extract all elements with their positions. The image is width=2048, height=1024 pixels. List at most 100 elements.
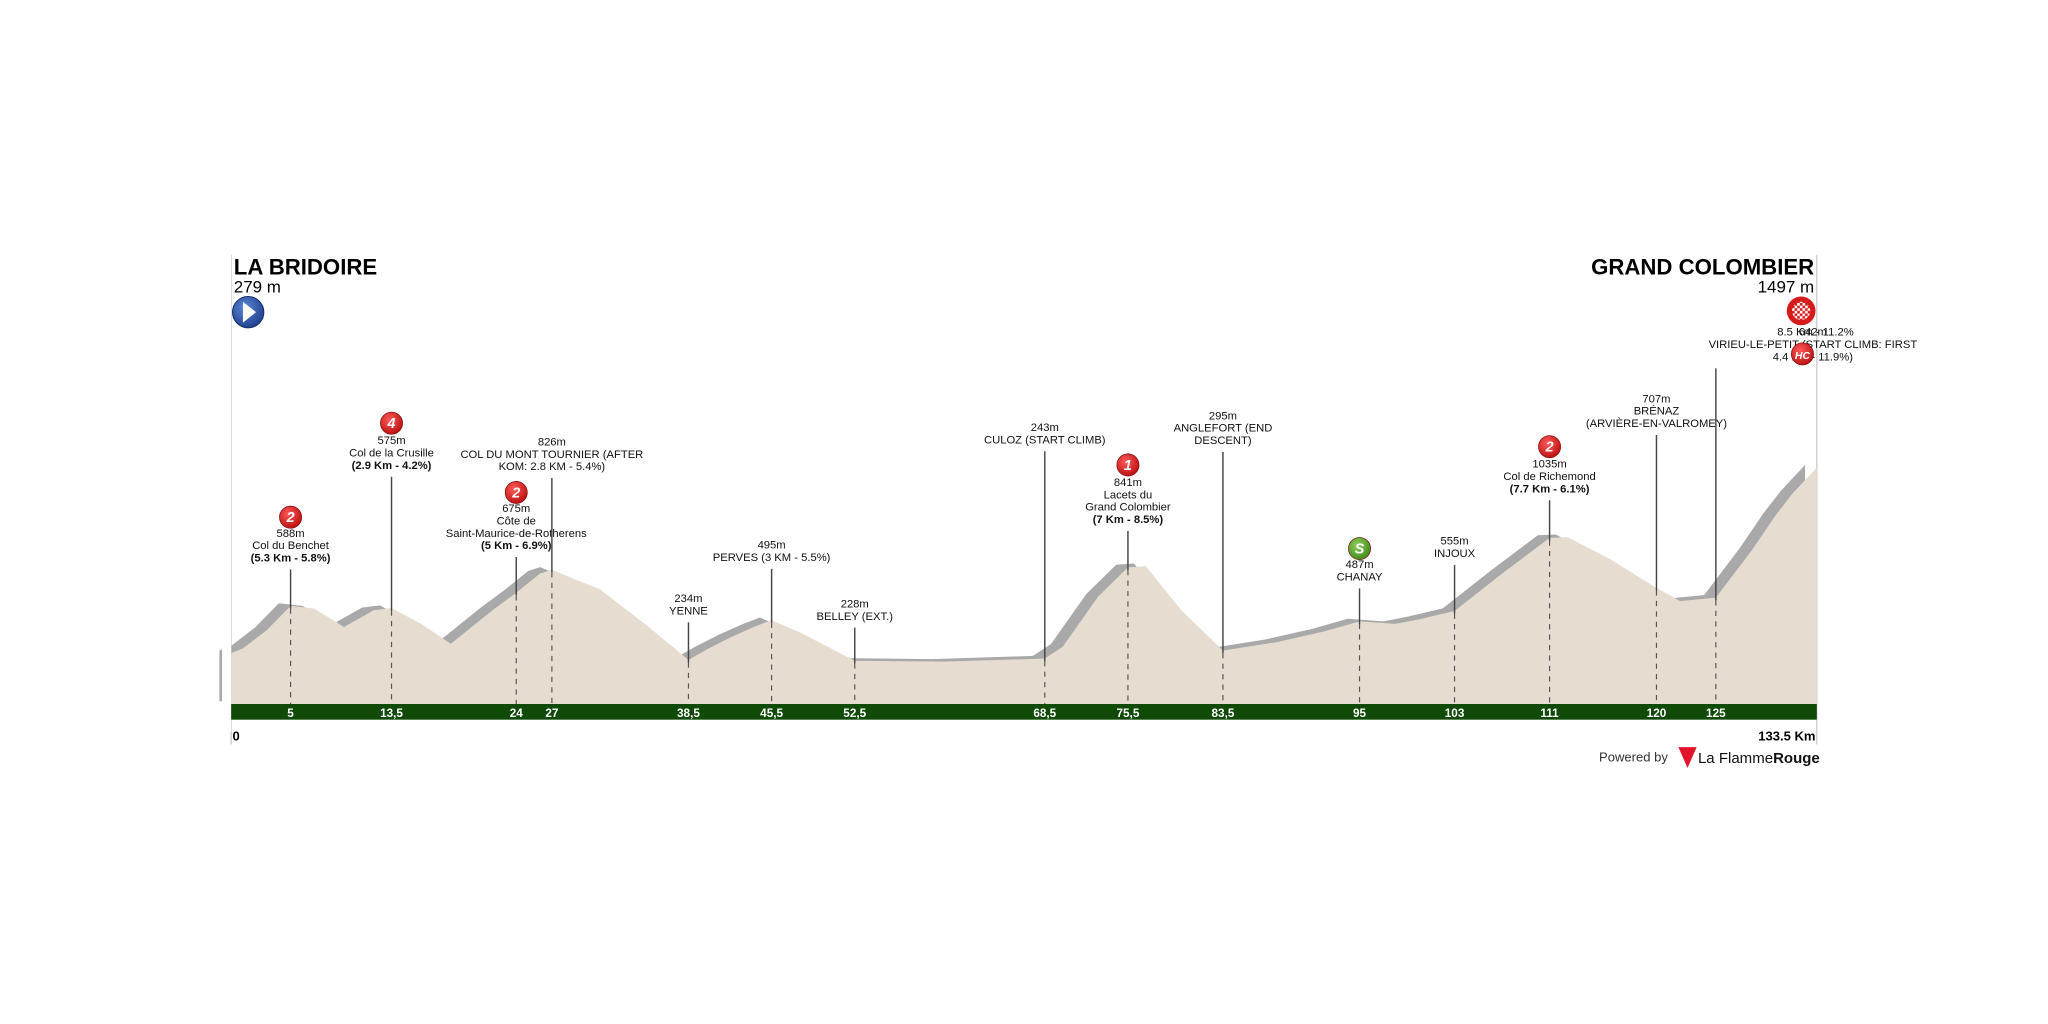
badge-label: 4 — [387, 416, 396, 432]
waypoint-label-line: Saint-Maurice-de-Rotherens — [446, 528, 587, 540]
badge-label: S — [1355, 542, 1365, 558]
waypoint-label-line: CHANAY — [1337, 572, 1383, 584]
waypoint-label-line: Col du Benchet — [252, 540, 330, 552]
km-tick-label: 52,5 — [843, 707, 866, 720]
waypoint-label-line: 575m — [377, 435, 405, 447]
km-tick-label: 125 — [1706, 707, 1726, 720]
sprint-badge-icon: S — [1348, 537, 1371, 560]
waypoint-label-line: (7.7 Km - 6.1%) — [1510, 483, 1590, 495]
axis-start-label: 0 — [232, 729, 239, 744]
start-name: LA BRIDOIRE — [234, 254, 377, 279]
kom-badge-icon: 1 — [1116, 453, 1140, 477]
waypoint-label-line: Col de la Crusille — [349, 447, 434, 459]
brand-regular: La Flamme — [1698, 750, 1773, 767]
finish-elevation: 1497 m — [1758, 278, 1815, 297]
waypoint-label-line: Grand Colombier — [1085, 502, 1171, 514]
waypoint-label-line: Côte de — [497, 515, 536, 527]
waypoint-label-line: 228m — [841, 598, 869, 610]
waypoint-label-line: 841m — [1114, 477, 1142, 489]
brand-bold: Rouge — [1773, 750, 1820, 767]
waypoint-label-line: 8.5 Km - 11.2% — [1777, 327, 1854, 339]
waypoint-label-line: COL DU MONT TOURNIER (AFTER — [460, 449, 643, 461]
waypoint-15: HC 8.5 Km - 11.2% — [1777, 327, 1854, 366]
waypoint-label-line: (5 Km - 6.9%) — [481, 540, 552, 552]
kom-badge-icon: 2 — [279, 505, 302, 529]
waypoint-label-line: 642m — [1799, 327, 1827, 339]
badge-label: 2 — [1545, 440, 1554, 456]
waypoint-label-line: 243m — [1031, 422, 1059, 434]
finish-name: GRAND COLOMBIER — [1591, 254, 1814, 279]
powered-by-footer: Powered by La FlammeRouge — [1599, 747, 1820, 768]
waypoint-label-line: (5.3 Km - 5.8%) — [251, 553, 331, 565]
waypoint-label-line: (7 Km - 8.5%) — [1093, 514, 1164, 526]
start-elevation: 279 m — [234, 278, 281, 297]
waypoint-label-line: (ARVIÈRE-EN-VALROMEY) — [1586, 417, 1727, 430]
kom-badge-icon: 2 — [504, 480, 528, 504]
badge-label: 1 — [1124, 458, 1132, 474]
waypoint-label-line: INJOUX — [1434, 548, 1476, 560]
km-tick-label: 38,5 — [677, 707, 700, 720]
play-icon — [231, 295, 265, 329]
waypoint-label-line: DESCENT) — [1194, 435, 1252, 447]
badge-label: 2 — [511, 485, 520, 501]
waypoint-label-line: 588m — [277, 528, 305, 540]
terrain-profile — [231, 467, 1817, 704]
waypoint-label-line: 826m — [538, 436, 566, 448]
km-tick-label: 83,5 — [1212, 707, 1235, 720]
terrain-layer — [219, 0, 1817, 732]
kom-badge-icon: 2 — [1538, 435, 1562, 459]
km-tick-label: 5 — [287, 707, 294, 720]
waypoint-label-line: 234m — [674, 593, 702, 605]
badge-label: 2 — [286, 510, 295, 526]
waypoint-label-line: (2.9 Km - 4.2%) — [352, 460, 432, 472]
powered-by-text: Powered by — [1599, 749, 1668, 764]
kom-badge-icon: HC — [1791, 342, 1814, 366]
waypoint-label-line: Lacets du — [1104, 489, 1153, 501]
waypoint-label-line: KOM: 2.8 KM - 5.4%) — [499, 461, 606, 473]
km-tick-label: 75,5 — [1116, 707, 1139, 720]
km-tick-label: 68,5 — [1033, 707, 1056, 720]
waypoint-label-line: 1035m — [1532, 459, 1566, 471]
kom-badge-icon: 4 — [380, 411, 403, 435]
checkered-flag-icon — [1786, 296, 1816, 326]
km-tick-label: 24 — [510, 707, 524, 720]
waypoint-label-line: 555m — [1441, 536, 1469, 548]
waypoint-label-line: ANGLEFORT (END — [1174, 423, 1273, 435]
badge-label: HC — [1795, 351, 1811, 362]
waypoint-label-line: BRÉNAZ — [1634, 405, 1680, 418]
axis-end-label: 133.5 Km — [1758, 729, 1815, 744]
waypoint-label-line: YENNE — [669, 606, 708, 618]
waypoint-label-line: BELLEY (EXT.) — [816, 611, 893, 623]
waypoint-label-line: 295m — [1209, 410, 1237, 422]
km-tick-label: 120 — [1647, 707, 1667, 720]
svg-text:La FlammeRouge: La FlammeRouge — [1698, 750, 1820, 767]
waypoint-label-line: 487m — [1345, 559, 1373, 571]
waypoint-label-line: VIRIEU-LE-PETIT (START CLIMB: FIRST — [1709, 339, 1918, 351]
waypoint-label-line: 675m — [502, 503, 530, 515]
waypoint-label-line: 495m — [758, 540, 786, 552]
km-tick-label: 111 — [1540, 707, 1559, 720]
la-flamme-rouge-logo-icon — [1678, 747, 1697, 768]
km-axis-bar — [231, 704, 1817, 720]
km-tick-label: 27 — [545, 707, 559, 720]
km-tick-label: 103 — [1445, 707, 1465, 720]
waypoint-label-line: CULOZ (START CLIMB) — [984, 434, 1106, 446]
km-tick-label: 95 — [1353, 707, 1367, 720]
km-tick-label: 45,5 — [760, 707, 783, 720]
